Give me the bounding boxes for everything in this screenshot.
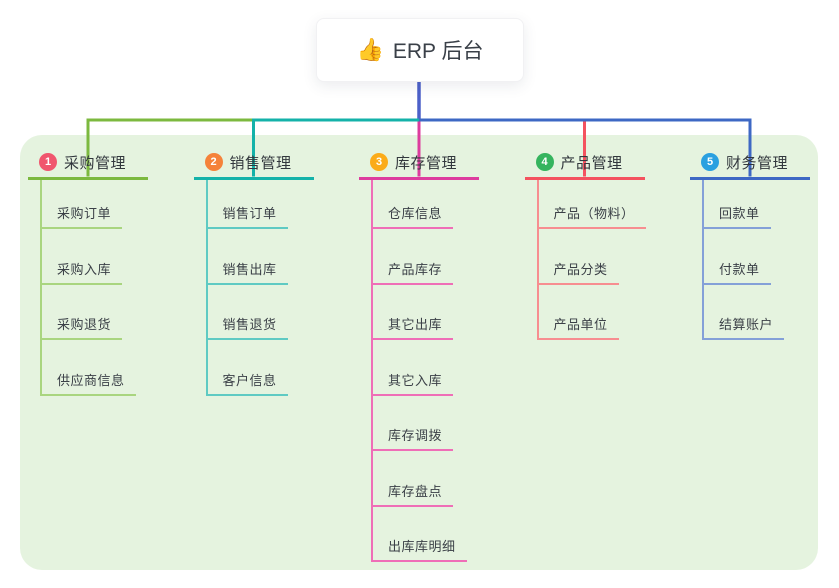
child-node[interactable]: 其它入库 (371, 370, 453, 396)
branch-label: 销售管理 (229, 154, 292, 172)
child-node[interactable]: 库存盘点 (371, 481, 453, 507)
branch-header-3[interactable]: 3 库存管理 (359, 147, 479, 180)
branch-number-badge: 4 (535, 153, 554, 171)
branch-trunk-line (371, 179, 373, 562)
root-node-title: ERP 后台 (392, 40, 484, 63)
branch-label: 库存管理 (395, 154, 458, 172)
root-node[interactable]: 👍 ERP 后台 (316, 18, 524, 82)
child-node[interactable]: 回款单 (702, 203, 771, 229)
branch-number-badge: 1 (39, 153, 57, 171)
branch-number-badge: 3 (370, 153, 388, 171)
branch-trunk-line (40, 179, 42, 396)
child-node[interactable]: 采购入库 (40, 259, 122, 285)
branches-background-panel (20, 135, 818, 570)
branch-header-5[interactable]: 5 财务管理 (690, 147, 810, 180)
child-node[interactable]: 产品（物料） (536, 203, 646, 229)
child-node[interactable]: 销售订单 (205, 203, 288, 229)
branch-header-2[interactable]: 2 销售管理 (193, 147, 314, 180)
child-node[interactable]: 产品库存 (371, 259, 453, 285)
branch-label: 产品管理 (560, 154, 623, 172)
child-node[interactable]: 销售退货 (205, 314, 288, 340)
child-node[interactable]: 采购订单 (40, 203, 122, 229)
child-node[interactable]: 销售出库 (205, 259, 288, 285)
child-node[interactable]: 仓库信息 (371, 203, 453, 229)
branch-number-badge: 5 (701, 153, 719, 171)
branch-trunk-line (205, 179, 208, 396)
branch-number-badge: 2 (204, 153, 223, 171)
child-node[interactable]: 结算账户 (702, 314, 784, 340)
child-node[interactable]: 出库库明细 (371, 536, 467, 562)
child-node[interactable]: 其它出库 (371, 314, 453, 340)
branch-trunk-line (536, 179, 539, 340)
child-node[interactable]: 库存调拨 (371, 425, 453, 451)
branch-label: 采购管理 (64, 154, 127, 172)
child-node[interactable]: 采购退货 (40, 314, 122, 340)
thumbs-up-icon: 👍 (356, 37, 384, 62)
child-node[interactable]: 客户信息 (205, 370, 288, 396)
child-node[interactable]: 产品分类 (536, 259, 619, 285)
child-node[interactable]: 付款单 (702, 259, 771, 285)
branch-label: 财务管理 (726, 154, 789, 172)
branch-header-1[interactable]: 1 采购管理 (28, 147, 148, 180)
child-node[interactable]: 产品单位 (536, 314, 619, 340)
branch-header-4[interactable]: 4 产品管理 (524, 147, 645, 180)
child-node[interactable]: 供应商信息 (40, 370, 136, 396)
branch-trunk-line (702, 179, 704, 340)
